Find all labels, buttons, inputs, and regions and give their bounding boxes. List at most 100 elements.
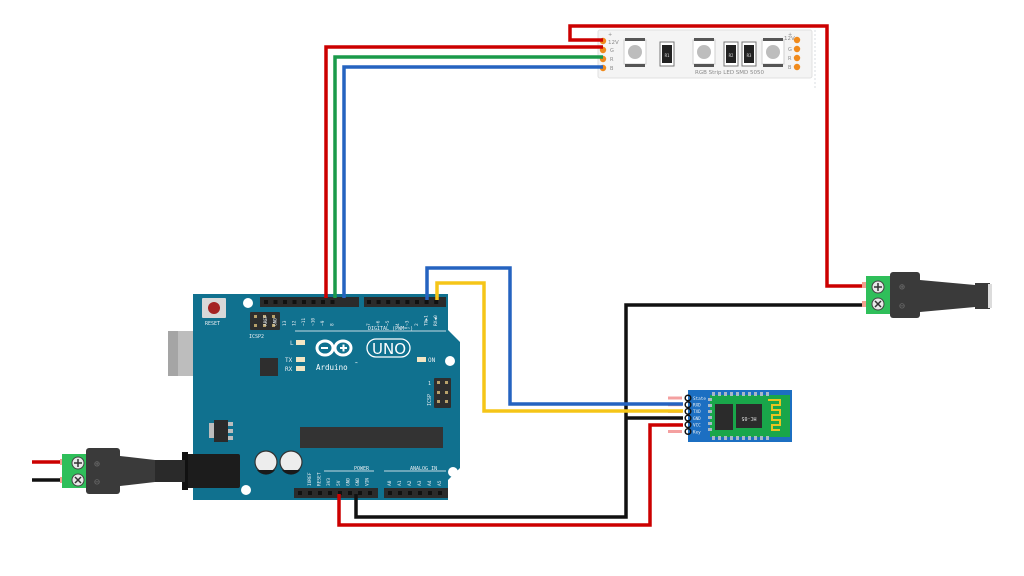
power-pin[interactable] bbox=[328, 491, 332, 495]
digital-pin-right-label: 2 bbox=[414, 323, 420, 326]
power-pin-label: RESET bbox=[317, 472, 323, 486]
led-strip-right-pin-b-label: B bbox=[788, 65, 792, 71]
wire-strip-12v-to-jack-plus[interactable] bbox=[568, 24, 865, 288]
digital-pin-left[interactable] bbox=[321, 300, 325, 304]
capacitor-2 bbox=[279, 450, 303, 475]
analog-pin[interactable] bbox=[398, 491, 402, 495]
hc05-pin-lead bbox=[668, 396, 682, 400]
led-rx bbox=[296, 366, 305, 371]
wire-pin10-to-strip-r[interactable] bbox=[333, 55, 603, 298]
digital-pin-left-label: 12 bbox=[292, 320, 298, 326]
power-pin[interactable] bbox=[368, 491, 372, 495]
wire-tx1-to-hc05-rxd[interactable] bbox=[425, 266, 683, 406]
led-strip-pad-12v-right[interactable] bbox=[793, 36, 801, 44]
digital-pin-right-label: ~5 bbox=[385, 320, 391, 326]
analog-pin-label: A5 bbox=[437, 480, 443, 486]
led-tx-label: TX bbox=[285, 357, 293, 364]
digital-pin-left[interactable] bbox=[302, 300, 306, 304]
power-pin[interactable] bbox=[348, 491, 352, 495]
led-strip-label: RGB Strip LED SMD 5050 bbox=[695, 70, 765, 76]
digital-pin-left[interactable] bbox=[264, 300, 268, 304]
hc05-pin[interactable] bbox=[684, 407, 692, 415]
led-strip-left-pin-12v-label: 12V bbox=[608, 40, 619, 46]
digital-pin-right[interactable] bbox=[415, 300, 419, 304]
capacitor-1 bbox=[254, 450, 278, 475]
arduino-tm: ™ bbox=[355, 361, 358, 366]
mount-hole bbox=[243, 298, 253, 308]
hc05-pin[interactable] bbox=[684, 414, 692, 422]
digital-pin-left-label: ~10 bbox=[311, 318, 317, 326]
analog-pin[interactable] bbox=[438, 491, 442, 495]
digital-pin-right[interactable] bbox=[424, 300, 429, 304]
led-strip-left-pin-r-label: R bbox=[610, 57, 614, 63]
power-pin[interactable] bbox=[338, 491, 342, 495]
power-label: POWER bbox=[354, 466, 370, 472]
hc05-pin[interactable] bbox=[684, 427, 692, 436]
wire-rx0-to-hc05-txd[interactable] bbox=[435, 281, 683, 413]
power-pin[interactable] bbox=[298, 491, 302, 495]
power-pin[interactable] bbox=[308, 491, 312, 495]
mount-hole bbox=[445, 356, 455, 366]
dc-jack-left-cable bbox=[155, 460, 185, 482]
digital-pin-right[interactable] bbox=[405, 300, 410, 304]
led-on bbox=[417, 357, 426, 362]
hc05-pin[interactable] bbox=[684, 394, 692, 402]
analog-header bbox=[384, 488, 448, 498]
hc05-pin[interactable] bbox=[684, 421, 692, 429]
led-strip-pad-g-right[interactable] bbox=[793, 45, 801, 53]
power-pin-label: VIN bbox=[365, 478, 371, 486]
icsp2-label: ICSP2 bbox=[249, 334, 264, 340]
analog-pin[interactable] bbox=[388, 491, 392, 495]
digital-pin-right[interactable] bbox=[386, 300, 391, 304]
resistor-r3: R3 bbox=[741, 41, 757, 67]
led-strip: R1 R2 R3 RGB Strip LED SMD 5050 + 12V G … bbox=[597, 29, 816, 88]
analog-label: ANALOG IN bbox=[410, 466, 437, 472]
digital-pin-left[interactable] bbox=[292, 300, 297, 304]
icsp-pin1-label: 1 bbox=[428, 381, 431, 387]
digital-pin-left[interactable] bbox=[283, 300, 287, 304]
led-strip-pad-r-right[interactable] bbox=[793, 54, 801, 62]
digital-pin-left[interactable] bbox=[311, 300, 316, 304]
led-l-label: L bbox=[290, 340, 294, 347]
wire-pin9-to-strip-b[interactable] bbox=[342, 65, 603, 298]
hc05-antenna bbox=[768, 399, 781, 431]
analog-pin[interactable] bbox=[408, 491, 412, 495]
mount-hole bbox=[241, 485, 251, 495]
wire-5v-to-hc05-vcc[interactable] bbox=[337, 423, 683, 527]
usb-chip bbox=[260, 358, 278, 376]
hc05-pin-lead bbox=[668, 430, 682, 433]
reset-button-cap[interactable] bbox=[208, 302, 220, 314]
led-strip-pad-b-right[interactable] bbox=[793, 63, 801, 71]
led-5050-3 bbox=[761, 38, 785, 67]
digital-pin-left-label: ~9 bbox=[320, 320, 326, 326]
digital-pin-left-label: 8 bbox=[330, 323, 336, 326]
hc05-pin-label: State bbox=[693, 396, 706, 402]
digital-pins bbox=[264, 300, 439, 304]
digital-header-right bbox=[364, 297, 446, 307]
digital-pin-right[interactable] bbox=[395, 300, 400, 304]
digital-pin-right[interactable] bbox=[376, 300, 381, 304]
hc05-pin[interactable] bbox=[684, 401, 692, 409]
digital-pin-right-label: TX▶1 bbox=[424, 315, 430, 326]
digital-pin-left[interactable] bbox=[330, 300, 335, 304]
analog-pin[interactable] bbox=[418, 491, 422, 495]
analog-pin[interactable] bbox=[428, 491, 432, 495]
digital-header-left bbox=[260, 297, 359, 307]
digital-pin-left[interactable] bbox=[273, 300, 278, 304]
analog-pin-label: A1 bbox=[397, 480, 403, 486]
digital-pin-right[interactable] bbox=[434, 300, 439, 304]
power-pin[interactable] bbox=[318, 491, 322, 495]
power-pin-label: 3V3 bbox=[326, 478, 332, 486]
voltage-regulator bbox=[214, 420, 228, 442]
wire-pin11-to-strip-g[interactable] bbox=[324, 45, 603, 298]
dc-jack-left-body bbox=[86, 448, 120, 494]
digital-pin-right[interactable] bbox=[367, 300, 371, 304]
resistor-r3-label: R3 bbox=[747, 53, 752, 58]
hc05-pin-label: TXD bbox=[693, 409, 701, 415]
wire-jack-minus-to-arduino-gnd[interactable] bbox=[354, 303, 865, 519]
power-pin[interactable] bbox=[358, 491, 362, 495]
mount-hole bbox=[448, 467, 458, 477]
analog-pin-label: A2 bbox=[407, 480, 413, 486]
analog-pin-label: A0 bbox=[387, 480, 393, 486]
